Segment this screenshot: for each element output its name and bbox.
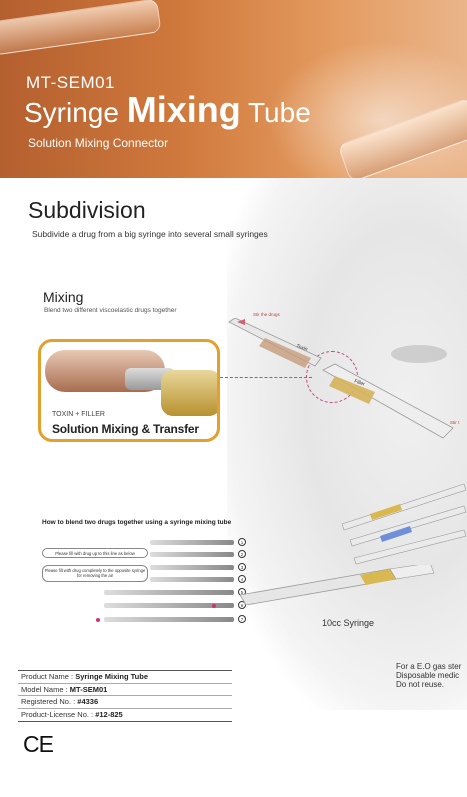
spec-label: Model Name : — [21, 684, 70, 694]
sterilization-note-line: Disposable medic — [396, 671, 460, 680]
spec-value: Syringe Mixing Tube — [75, 672, 148, 681]
ce-mark-logo: CE — [23, 731, 54, 757]
title-part-tube: Tube — [240, 97, 311, 128]
step-syringe — [150, 540, 234, 545]
step-number: 4 — [238, 575, 246, 583]
callout-dashed-line — [220, 377, 312, 378]
step-syringe — [104, 617, 234, 622]
header-banner: MT-SEM01 Syringe Mixing Tube Solution Mi… — [0, 0, 467, 178]
spec-value: #12-825 — [95, 709, 123, 719]
step-number: 6 — [238, 601, 246, 609]
fill-line-note: Please fill with drug up to this line as… — [42, 548, 148, 558]
filler-syringe-shape — [322, 363, 454, 439]
gold-syringe-closeup-image — [161, 370, 217, 416]
howto-heading: How to blend two drugs together using a … — [42, 519, 232, 526]
mixing-heading: Mixing — [43, 289, 84, 305]
product-subtitle: Solution Mixing Connector — [28, 136, 169, 150]
sterilization-note: For a E.O gas ster Disposable medic Do n… — [396, 662, 461, 689]
step-row: 1 — [150, 538, 246, 546]
step-syringe — [150, 577, 234, 582]
step-number: 1 — [238, 538, 246, 546]
spec-value: #4336 — [77, 697, 99, 706]
spec-row-license: Product-License No. : #12-825 — [18, 709, 232, 722]
mixing-highlight-box: TOXIN + FILLER Solution Mixing & Transfe… — [38, 339, 220, 442]
step-number: 2 — [238, 550, 246, 558]
spec-row-model-name: Model Name : MT-SEM01 — [18, 684, 232, 696]
background-face-image — [227, 150, 467, 710]
sterilization-note-line: Do not reuse. — [396, 680, 445, 689]
spec-row-registered: Registered No. : #4336 — [18, 696, 232, 709]
step-number: 7 — [238, 615, 246, 623]
step-syringe — [104, 590, 234, 595]
solution-mixing-transfer-label: Solution Mixing & Transfer — [52, 422, 199, 436]
step-syringe — [150, 552, 234, 557]
step-number: 3 — [238, 563, 246, 571]
step-row: 4 — [150, 575, 246, 583]
background-face-eye — [391, 345, 447, 363]
spec-table: Product Name : Syringe Mixing Tube Model… — [18, 670, 232, 722]
step-syringe — [104, 603, 234, 608]
mixing-syringes-illustration — [228, 318, 454, 439]
spec-row-product-name: Product Name : Syringe Mixing Tube — [18, 671, 232, 684]
10cc-syringe-illustration — [240, 565, 435, 605]
stir-label-right: Stir t — [450, 420, 460, 425]
toxin-syringe-shape — [228, 318, 322, 368]
toxin-filler-label: TOXIN + FILLER — [52, 411, 105, 418]
title-part-syringe: Syringe — [24, 97, 127, 128]
spec-label: Product Name : — [21, 672, 76, 681]
header-tube-image — [0, 0, 162, 56]
step-row: 3 — [150, 563, 246, 571]
title-part-mixing: Mixing — [126, 89, 241, 130]
pink-marker-dot — [96, 618, 100, 622]
spec-value: MT-SEM01 — [69, 684, 108, 694]
10cc-syringe-label: 10cc Syringe — [322, 618, 375, 628]
fill-completely-note: Please fill with drug completely to the … — [42, 565, 148, 582]
product-title: Syringe Mixing Tube — [24, 89, 311, 131]
subdivision-heading: Subdivision — [28, 197, 146, 223]
mixing-description: Blend two different viscoelastic drugs t… — [44, 307, 177, 314]
step-row: 5 — [104, 588, 246, 596]
subdivision-description: Subdivide a drug from a big syringe into… — [32, 229, 268, 239]
small-syringes-illustration — [341, 483, 467, 565]
step-row: 6 — [104, 601, 246, 609]
spec-label: Product-License No. : — [21, 709, 96, 719]
stir-label-left: Stir the drugs — [253, 312, 280, 317]
sterilization-note-line: For a E.O gas ster — [396, 662, 462, 671]
step-row: 7 — [104, 615, 246, 623]
pink-marker-dot — [212, 604, 216, 608]
step-row: 2 — [150, 550, 246, 558]
stir-arrow-left-icon — [237, 319, 245, 325]
spec-label: Registered No. : — [21, 697, 78, 706]
step-syringe — [150, 565, 234, 570]
model-code: MT-SEM01 — [26, 73, 116, 92]
